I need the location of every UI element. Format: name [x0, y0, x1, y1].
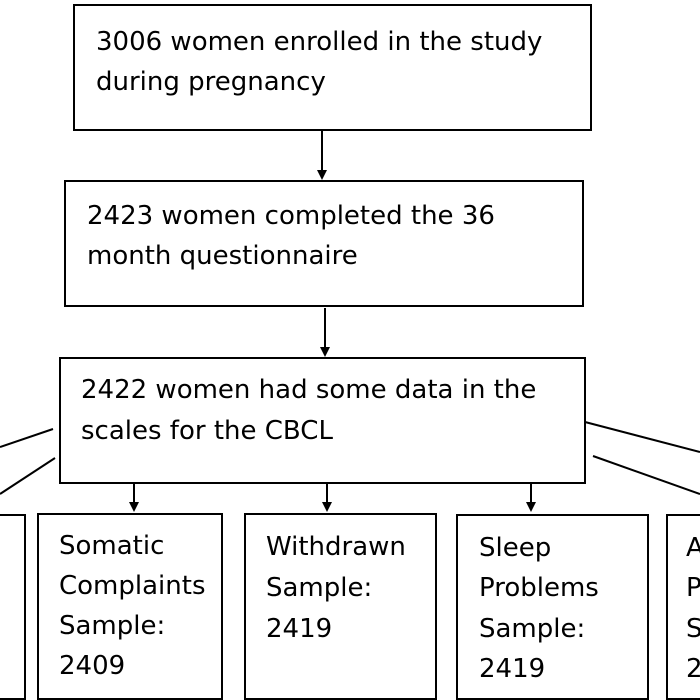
right-cutoff-line-4: 2 [686, 654, 700, 684]
right-cutoff-line-1: A [686, 533, 700, 563]
sleep-line-1: Sleep [479, 533, 552, 563]
sample-box-left-cutoff [0, 514, 26, 700]
enrolled-line-2: during pregnancy [96, 67, 326, 97]
connector-right-upper [584, 421, 700, 453]
some-data-line-2: scales for the CBCL [81, 416, 333, 446]
some-data-line-1: 2422 women had some data in the [81, 375, 537, 405]
sample-box-somatic-complaints: Somatic Complaints Sample: 2409 [37, 513, 223, 700]
sleep-line-3: Sample: [479, 614, 586, 644]
some-data-box: 2422 women had some data in the scales f… [59, 357, 586, 484]
somatic-line-3: Sample: [59, 611, 166, 641]
somatic-line-2: Complaints [59, 571, 206, 601]
sample-box-withdrawn: Withdrawn Sample: 2419 [244, 513, 437, 700]
connector-right-lower [592, 455, 700, 495]
enrolled-box: 3006 women enrolled in the study during … [73, 4, 592, 131]
enrolled-line-1: 3006 women enrolled in the study [96, 27, 543, 57]
sleep-line-2: Problems [479, 573, 599, 603]
completed-line-2: month questionnaire [87, 241, 358, 271]
sleep-count: 2419 [479, 654, 546, 684]
somatic-line-1: Somatic [59, 531, 165, 561]
somatic-count: 2409 [59, 651, 126, 681]
right-cutoff-line-2: P [686, 573, 700, 603]
withdrawn-line-1: Withdrawn [266, 532, 406, 562]
withdrawn-line-2: Sample: [266, 573, 373, 603]
completed-box: 2423 women completed the 36 month questi… [64, 180, 584, 307]
completed-line-1: 2423 women completed the 36 [87, 201, 495, 231]
connector-left-upper [0, 428, 54, 448]
withdrawn-count: 2419 [266, 614, 333, 644]
connector-left-lower [0, 457, 56, 495]
sample-box-right-cutoff: A P S 2 [666, 514, 700, 700]
sample-box-sleep-problems: Sleep Problems Sample: 2419 [456, 514, 649, 700]
right-cutoff-line-3: S [686, 614, 700, 644]
